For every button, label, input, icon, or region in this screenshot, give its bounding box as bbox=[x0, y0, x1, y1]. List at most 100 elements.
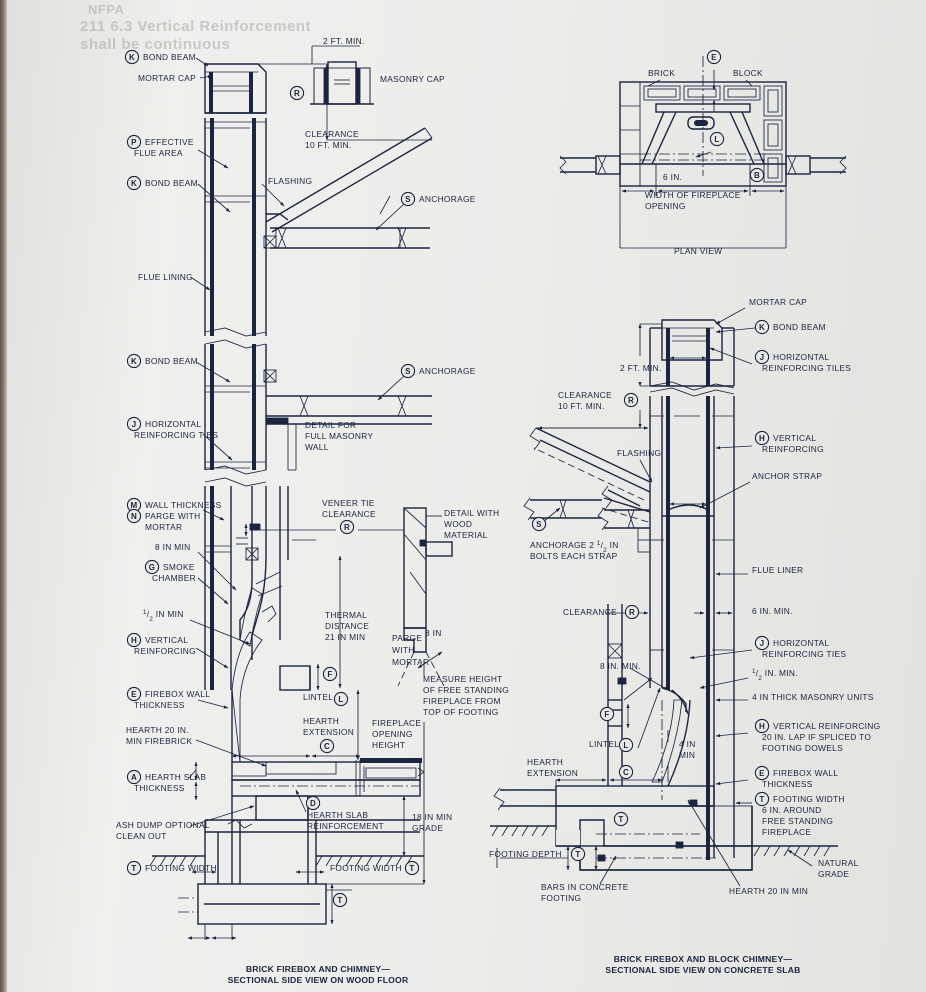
label-text-extension: EXTENSION bbox=[527, 768, 578, 778]
key-bubble-S bbox=[531, 516, 547, 532]
label-text-hearth-slab: HEARTH SLAB bbox=[145, 772, 206, 782]
label-text-firebox-wall: FIREBOX WALL bbox=[145, 689, 210, 699]
left-label-key-T-bubble-70: T bbox=[404, 860, 420, 876]
key-bubble-letter-J: J bbox=[132, 420, 137, 429]
left-label-fireplace-53: FIREPLACE bbox=[372, 718, 421, 728]
label-text-horizontal: HORIZONTAL bbox=[773, 638, 829, 648]
right-label-reinforcing-9: REINFORCING bbox=[762, 444, 824, 454]
right-chimney-shaft-upper bbox=[649, 387, 735, 604]
label-text-reinforcing-tiles: REINFORCING TILES bbox=[762, 363, 851, 373]
key-bubble-K bbox=[124, 49, 140, 65]
left-label-key-R-bubble-4: R bbox=[289, 85, 305, 101]
right-label-10-ft-min-6: 10 FT. MIN. bbox=[558, 401, 604, 411]
plan-label-key-E-bubble-2: E bbox=[706, 49, 722, 65]
figure-caption-left-line1: BRICK FIREBOX AND CHIMNEY— bbox=[246, 964, 391, 974]
key-bubble-letter-N: N bbox=[131, 512, 137, 521]
key-bubble-letter-G: G bbox=[149, 563, 156, 572]
label-text-anchorage-2-1-2-in: ANCHORAGE 2 1/2 IN bbox=[530, 540, 619, 554]
key-bubble-T bbox=[126, 860, 142, 876]
key-bubble-T bbox=[613, 811, 629, 827]
label-text-top-of-footing: TOP OF FOOTING bbox=[423, 707, 499, 717]
key-bubble-letter-E: E bbox=[759, 769, 765, 778]
key-bubble-J bbox=[754, 349, 770, 365]
key-bubble-letter-R: R bbox=[628, 396, 634, 405]
label-text-mortar: MORTAR bbox=[392, 657, 429, 667]
label-text-bars-in-concrete: BARS IN CONCRETE bbox=[541, 882, 629, 892]
label-text-min-firebrick: MIN FIREBRICK bbox=[126, 736, 192, 746]
left-label-flue-lining-12: FLUE LINING bbox=[138, 272, 193, 282]
label-text-reinforcing-ties: REINFORCING TIES bbox=[762, 649, 846, 659]
left-label-key-L-bubble-44: L bbox=[333, 691, 349, 707]
label-text-clean-out: CLEAN OUT bbox=[116, 831, 167, 841]
label-text-extension: EXTENSION bbox=[303, 727, 354, 737]
key-bubble-letter-H: H bbox=[759, 722, 765, 731]
left-label-lintel-43: LINTEL bbox=[303, 692, 333, 702]
label-text-vertical-reinforcing: VERTICAL REINFORCING bbox=[773, 721, 880, 731]
right-label-footing-dowels-27: FOOTING DOWELS bbox=[762, 743, 843, 753]
label-text-footing-dowels: FOOTING DOWELS bbox=[762, 743, 843, 753]
right-label-lintel-28: LINTEL bbox=[589, 739, 619, 749]
left-label-21-in-min-34: 21 IN MIN bbox=[325, 632, 365, 642]
left-label-opening-54: OPENING bbox=[372, 729, 412, 739]
left-label-thickness-50: THICKNESS bbox=[134, 700, 184, 710]
left-label-veneer-tie-23: VENEER TIE bbox=[322, 498, 374, 508]
left-label-parge-35: PARGE bbox=[392, 633, 422, 643]
left-label-hearth-20-in-57: HEARTH 20 IN. bbox=[126, 725, 189, 735]
key-bubble-T bbox=[754, 791, 770, 807]
label-text-mortar-cap: MORTAR CAP bbox=[749, 297, 807, 307]
label-text-wood: WOOD bbox=[444, 519, 472, 529]
label-text-bond-beam: BOND BEAM bbox=[145, 178, 198, 188]
left-label-full-masonry-18: FULL MASONRY bbox=[305, 431, 373, 441]
label-text-effective: EFFECTIVE bbox=[145, 137, 194, 147]
plan-view-figure bbox=[559, 56, 847, 249]
left-label-material-27: MATERIAL bbox=[444, 530, 487, 540]
label-text-firebox-wall: FIREBOX WALL bbox=[773, 768, 838, 778]
plan-label-6-in-4: 6 IN. bbox=[663, 172, 682, 182]
right-label-key-H-vertical-reinforcing-25: H VERTICAL REINFORCING bbox=[754, 718, 880, 734]
label-text-with: WITH bbox=[392, 645, 415, 655]
chimney-shaft-middle bbox=[204, 252, 267, 349]
label-text-bolts-each-strap: BOLTS EACH STRAP bbox=[530, 551, 618, 561]
label-text-width-of-fireplace: WIDTH OF FIREPLACE bbox=[645, 190, 741, 200]
left-label-grade-65: GRADE bbox=[412, 823, 443, 833]
full-masonry-wall-detail bbox=[263, 369, 432, 471]
right-label-key-F-bubble-24: F bbox=[599, 706, 615, 722]
key-bubble-T bbox=[332, 892, 348, 908]
left-label-reinforcing-41: REINFORCING bbox=[134, 646, 196, 656]
label-text-fireplace-from: FIREPLACE FROM bbox=[423, 696, 501, 706]
left-label-hearth-slab-62: HEARTH SLAB bbox=[307, 810, 368, 820]
right-leader-lines bbox=[542, 307, 813, 887]
left-label-clearance-5: CLEARANCE bbox=[305, 129, 359, 139]
right-label-footing-depth-42: FOOTING DEPTH bbox=[489, 849, 561, 859]
key-bubble-letter-K: K bbox=[129, 53, 135, 62]
label-text-footing-width: FOOTING WIDTH bbox=[330, 863, 402, 873]
right-label-6-in-min-18: 6 IN. MIN. bbox=[752, 606, 792, 616]
key-bubble-letter-L: L bbox=[623, 741, 628, 750]
left-label-key-D-bubble-61: D bbox=[305, 795, 321, 811]
right-label-key-R-bubble-7: R bbox=[623, 392, 639, 408]
right-label-hearth-20-in-min-48: HEARTH 20 IN MIN bbox=[729, 886, 808, 896]
left-label-mortar-cap-1: MORTAR CAP bbox=[138, 73, 196, 83]
left-label-with-36: WITH bbox=[392, 645, 415, 655]
left-label-1-2-in-min-39: 1/2 IN MIN bbox=[143, 609, 183, 623]
label-text-parge: PARGE bbox=[392, 633, 422, 643]
right-label-flue-liner-15: FLUE LINER bbox=[752, 565, 803, 575]
label-text-6-in-around: 6 IN. AROUND bbox=[762, 805, 821, 815]
key-bubble-E bbox=[126, 686, 142, 702]
right-label-mortar-cap-0: MORTAR CAP bbox=[749, 297, 807, 307]
right-label-hearth-32: HEARTH bbox=[527, 757, 563, 767]
key-bubble-H bbox=[126, 632, 142, 648]
right-label-reinforcing-ties-20: REINFORCING TIES bbox=[762, 649, 846, 659]
label-text-reinforcement: REINFORCEMENT bbox=[307, 821, 384, 831]
right-label-2-ft-min-4: 2 FT. MIN. bbox=[620, 363, 661, 373]
left-label-detail-with-25: DETAIL WITH bbox=[444, 508, 499, 518]
key-bubble-letter-K: K bbox=[131, 357, 137, 366]
left-label-10-ft-min-6: 10 FT. MIN. bbox=[305, 140, 351, 150]
label-text-hearth-20-in: HEARTH 20 IN. bbox=[126, 725, 189, 735]
label-text-hearth: HEARTH bbox=[527, 757, 563, 767]
key-bubble-S bbox=[400, 363, 416, 379]
label-text-grade: GRADE bbox=[818, 869, 849, 879]
